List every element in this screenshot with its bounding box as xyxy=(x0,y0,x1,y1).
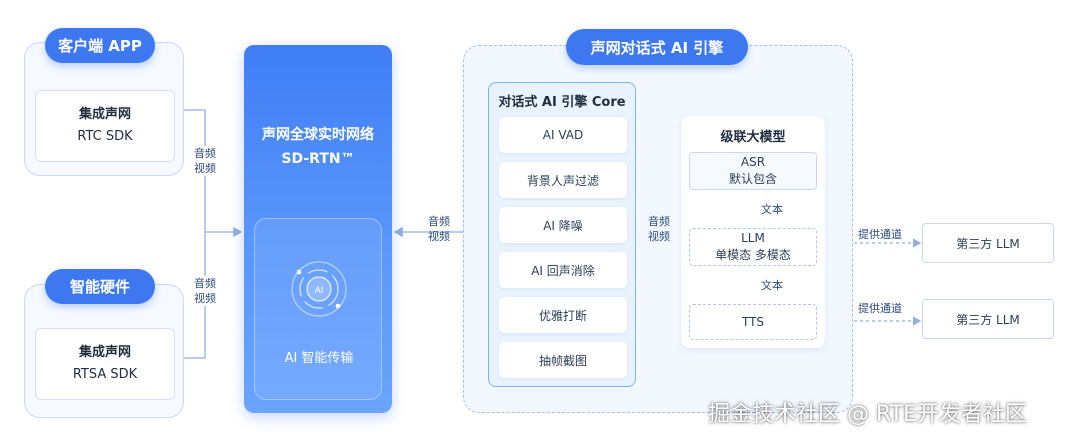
av-label-bottom: 音频 视频 xyxy=(190,276,220,306)
sd-rtn-panel: 声网全球实时网络 SD-RTN™ xyxy=(244,45,392,413)
av-label-top: 音频 视频 xyxy=(190,146,220,176)
rtsa-sdk-line2: RTSA SDK xyxy=(72,367,138,382)
av-label-audio: 音频 xyxy=(428,215,450,228)
third-party-llm-box-1: 第三方 LLM xyxy=(922,223,1054,263)
tts-box: TTS xyxy=(689,304,817,340)
rtsa-sdk-line1: 集成声网 xyxy=(78,345,131,360)
llm-line2: 单模态 多模态 xyxy=(715,248,791,262)
asr-line2: 默认包含 xyxy=(728,172,777,186)
core-item-ai-echo-cancel: AI 回声消除 xyxy=(499,252,627,288)
av-label-video: 视频 xyxy=(194,162,216,175)
smart-hardware-pill: 智能硬件 xyxy=(45,269,155,304)
ai-transport-caption: AI 智能传输 xyxy=(284,351,354,366)
llm-box: LLM 单模态 多模态 xyxy=(689,228,817,266)
av-label-mid: 音频 视频 xyxy=(422,214,456,244)
av-label-video: 视频 xyxy=(194,292,216,305)
av-label-video: 视频 xyxy=(428,230,450,243)
av-label-core-cascade: 音频 视频 xyxy=(642,214,676,244)
ai-engine-pill: 声网对话式 AI 引擎 xyxy=(566,29,748,65)
core-item-graceful-interrupt: 优雅打断 xyxy=(499,297,627,333)
core-title: 对话式 AI 引擎 Core xyxy=(498,95,626,110)
cascade-title: 级联大模型 xyxy=(720,130,786,145)
asr-line1: ASR xyxy=(740,155,766,169)
rtc-sdk-line1: 集成声网 xyxy=(78,107,131,122)
rtc-sdk-box: 集成声网 RTC SDK xyxy=(35,90,175,162)
provide-channel-label-1: 提供通道 xyxy=(858,228,902,241)
sd-rtn-title: 声网全球实时网络 SD-RTN™ xyxy=(244,123,392,171)
rtc-sdk-line2: RTC SDK xyxy=(77,129,133,144)
sd-rtn-title-line2: SD-RTN™ xyxy=(281,151,355,167)
av-label-audio: 音频 xyxy=(194,277,216,290)
core-item-ai-noise-reduction: AI 降噪 xyxy=(499,207,627,243)
rtsa-sdk-box: 集成声网 RTSA SDK xyxy=(35,328,175,400)
core-item-background-voice-filter: 背景人声过滤 xyxy=(499,162,627,198)
core-item-frame-capture: 抽帧截图 xyxy=(499,342,627,378)
ai-orbit-icon: AI xyxy=(291,261,347,317)
client-app-pill: 客户端 APP xyxy=(45,28,155,63)
core-item-ai-vad: AI VAD xyxy=(499,117,627,153)
client-bracket-line xyxy=(173,104,206,364)
provide-channel-label-2: 提供通道 xyxy=(858,302,902,315)
llm-line1: LLM xyxy=(741,231,765,245)
sd-rtn-title-line1: 声网全球实时网络 xyxy=(262,127,374,143)
text-label-2: 文本 xyxy=(761,279,783,292)
tts-label: TTS xyxy=(741,314,765,329)
ai-icon-text: AI xyxy=(315,286,324,296)
watermark: 掘金技术社区 @ RTE开发者社区 xyxy=(708,402,1028,427)
ai-transport-card: AI AI 智能传输 xyxy=(254,218,382,400)
av-label-audio: 音频 xyxy=(648,215,670,228)
text-label-1: 文本 xyxy=(761,203,783,216)
av-label-video: 视频 xyxy=(648,230,670,243)
av-label-audio: 音频 xyxy=(194,147,216,160)
third-party-llm-box-2: 第三方 LLM xyxy=(922,299,1054,339)
asr-box: ASR 默认包含 xyxy=(689,152,817,190)
